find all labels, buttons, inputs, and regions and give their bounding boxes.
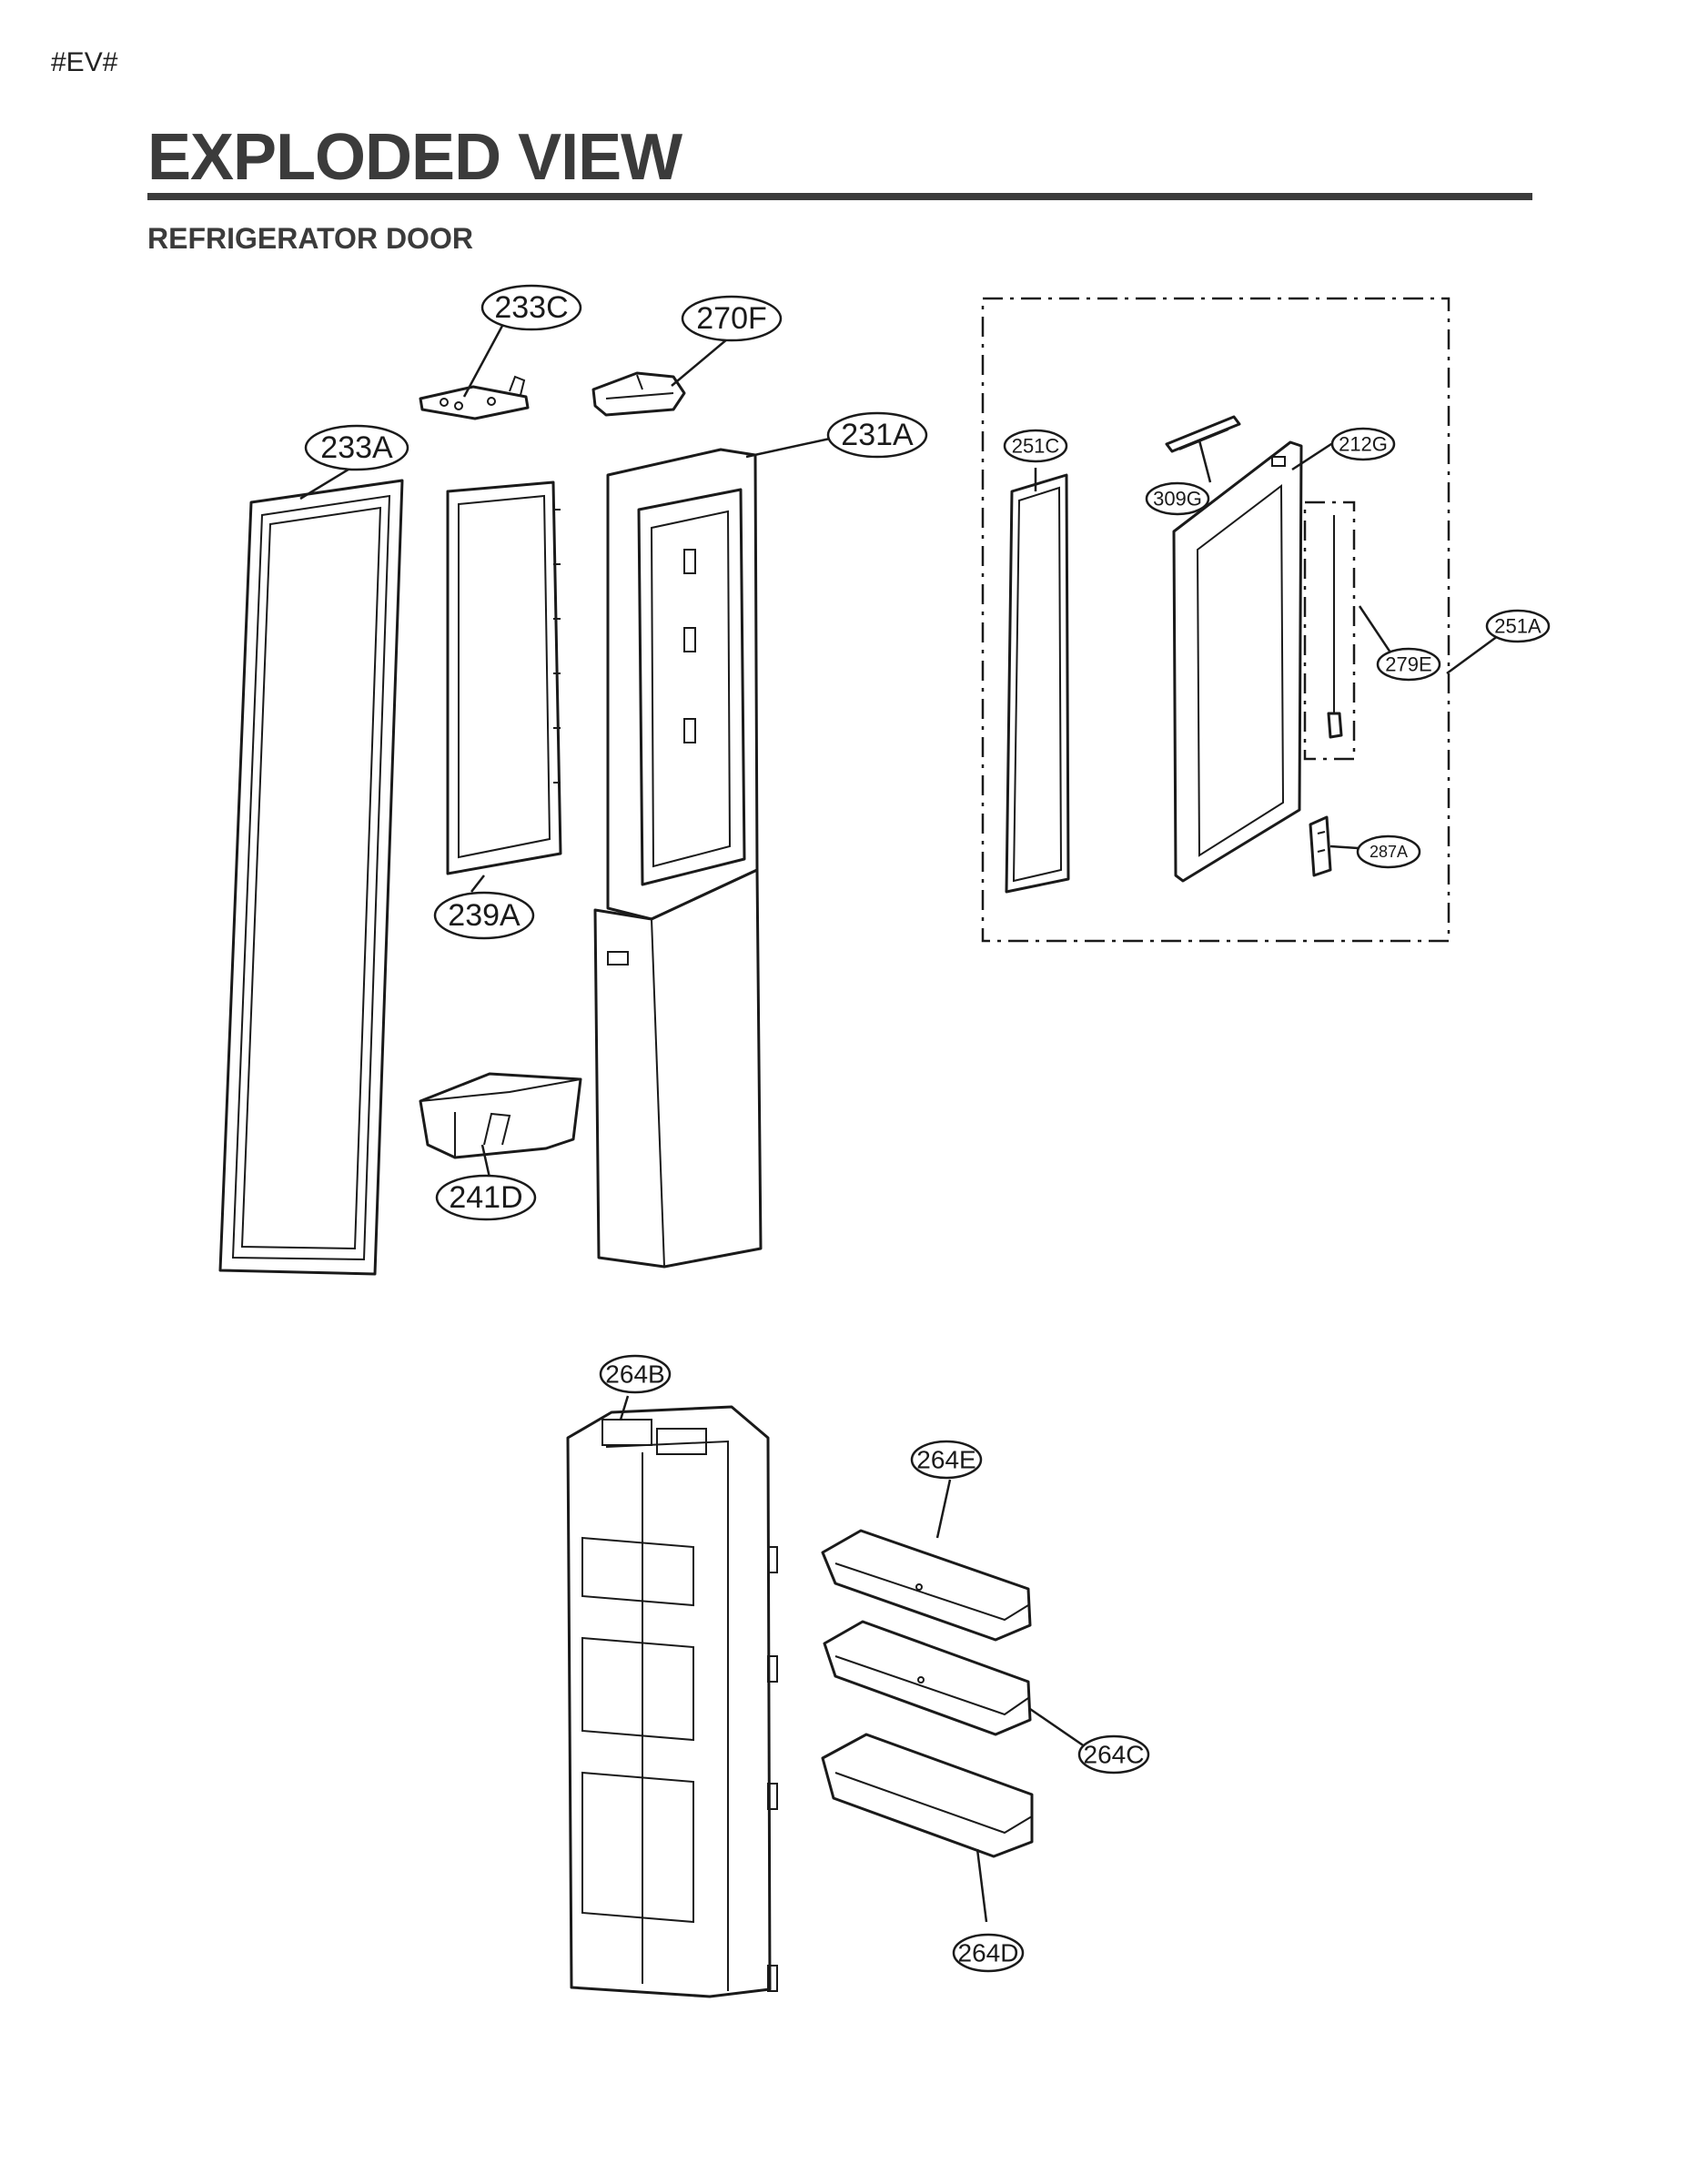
part-door-panel	[1172, 440, 1303, 883]
part-264e-bin	[821, 1529, 1032, 1642]
callout-264c: 264C	[1077, 1734, 1150, 1774]
callout-264c-label: 264C	[1084, 1741, 1145, 1769]
part-264c-bin	[823, 1620, 1032, 1736]
part-231a-door-assembly	[593, 448, 763, 1269]
callout-241d: 241D	[435, 1174, 537, 1221]
section-title: REFRIGERATOR DOOR	[147, 222, 473, 255]
callout-233c: 233C	[480, 284, 582, 331]
part-264d-bin	[821, 1733, 1034, 1858]
callout-264d-label: 264D	[958, 1939, 1019, 1967]
part-279e-wire	[1327, 515, 1343, 739]
callout-279e: 279E	[1376, 647, 1441, 682]
callout-233a-label: 233A	[320, 430, 393, 465]
callout-239a-label: 239A	[448, 898, 521, 933]
part-309g-strip	[1165, 415, 1241, 453]
part-233c-hinge	[419, 375, 530, 420]
callout-231a-label: 231A	[841, 418, 914, 452]
callout-264b-label: 264B	[605, 1360, 664, 1389]
callout-231a: 231A	[826, 411, 928, 459]
callout-264e: 264E	[910, 1440, 983, 1480]
callout-251a-label: 251A	[1494, 615, 1541, 638]
callout-264d: 264D	[952, 1933, 1025, 1973]
callout-239a: 239A	[433, 891, 535, 940]
assembly-251a-boundary	[981, 297, 1450, 943]
callout-287a-label: 287A	[1370, 843, 1408, 861]
document-tag: #EV#	[51, 47, 118, 77]
callout-251c: 251C	[1003, 429, 1068, 463]
part-264b-door-liner	[566, 1405, 778, 1998]
part-241d-bin	[419, 1072, 582, 1159]
callout-309g-label: 309G	[1153, 488, 1202, 511]
callout-233a: 233A	[304, 424, 409, 471]
callout-264b: 264B	[599, 1354, 672, 1394]
callout-264e-label: 264E	[916, 1446, 975, 1474]
part-233a-gasket	[218, 479, 404, 1276]
title-divider	[147, 193, 1532, 200]
callout-309g: 309G	[1145, 481, 1210, 516]
callout-241d-label: 241D	[449, 1180, 522, 1215]
callout-233c-label: 233C	[494, 290, 568, 325]
callout-212g-label: 212G	[1339, 433, 1388, 456]
page-title: EXPLODED VIEW	[147, 121, 682, 194]
callout-251c-label: 251C	[1012, 435, 1060, 458]
part-251c-gasket	[1005, 473, 1070, 894]
callout-279e-label: 279E	[1385, 653, 1431, 676]
callout-287a: 287A	[1356, 834, 1421, 869]
part-270f-hinge-cover	[591, 371, 686, 417]
callout-212g: 212G	[1330, 427, 1396, 461]
part-287a-clip	[1309, 815, 1332, 877]
callout-270f: 270F	[681, 295, 783, 342]
callout-251a: 251A	[1485, 609, 1551, 643]
callout-270f-label: 270F	[696, 301, 767, 336]
part-239a-inner-frame	[446, 480, 562, 875]
